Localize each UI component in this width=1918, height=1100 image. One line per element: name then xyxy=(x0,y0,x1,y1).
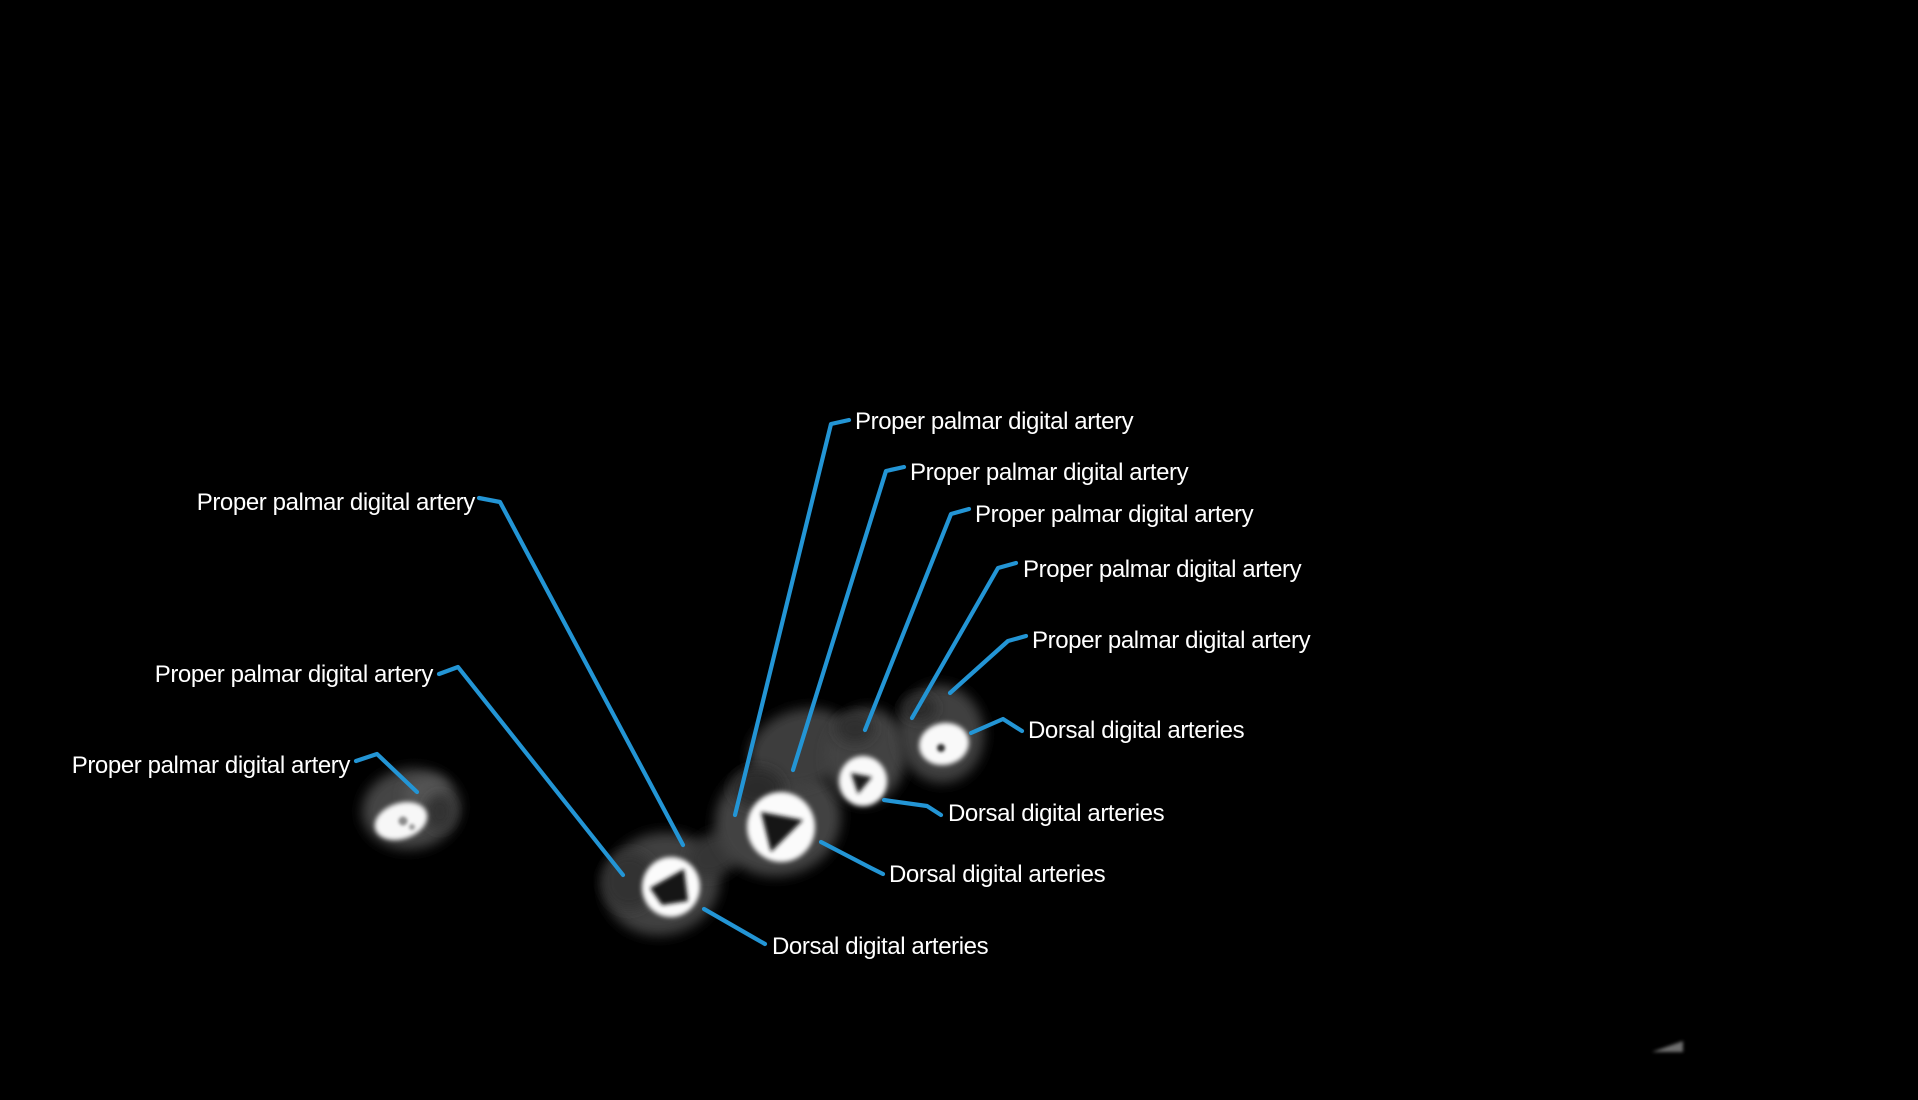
label-proper-palmar-digital-artery-3: Proper palmar digital artery xyxy=(71,752,351,779)
finger4-bone xyxy=(919,722,969,766)
label-proper-palmar-digital-artery-4: Proper palmar digital artery xyxy=(855,408,1134,435)
label-proper-palmar-digital-artery-5: Proper palmar digital artery xyxy=(910,459,1189,486)
bone-specks xyxy=(398,744,945,830)
finger3-marrow xyxy=(851,773,872,794)
label-proper-palmar-digital-artery-7-leader-line xyxy=(909,560,1019,721)
finger2-marrow xyxy=(761,812,803,852)
label-dorsal-digital-arteries-1-leader-line xyxy=(968,716,1025,736)
label-dorsal-digital-arteries-4: Dorsal digital arteries xyxy=(772,933,989,960)
label-dorsal-digital-arteries-4-leader-line xyxy=(701,906,768,947)
thumb-dark-patch xyxy=(426,794,454,830)
label-proper-palmar-digital-artery-4-leader-line xyxy=(732,417,852,818)
label-proper-palmar-digital-artery-6: Proper palmar digital artery xyxy=(975,501,1254,528)
label-proper-palmar-digital-artery-2-leader-line xyxy=(436,664,626,878)
label-proper-palmar-digital-artery-8-leader-line xyxy=(947,633,1029,696)
label-proper-palmar-digital-artery-8: Proper palmar digital artery xyxy=(1032,627,1311,654)
bone-marrow-cavities xyxy=(650,773,872,905)
label-proper-palmar-digital-artery-1-leader-line xyxy=(476,495,686,848)
label-dorsal-digital-arteries-3-leader-line xyxy=(818,839,886,877)
finger3-dark-patch xyxy=(836,713,874,743)
label-proper-palmar-digital-artery-2: Proper palmar digital artery xyxy=(154,661,434,688)
label-proper-palmar-digital-artery-5-leader-line xyxy=(790,464,907,773)
corner-artifact xyxy=(1652,1041,1683,1052)
label-proper-palmar-digital-artery-3-leader-line xyxy=(353,751,420,795)
label-dorsal-digital-arteries-2: Dorsal digital arteries xyxy=(948,800,1165,827)
label-dorsal-digital-arteries-3: Dorsal digital arteries xyxy=(889,861,1106,888)
image-artifacts xyxy=(1652,1041,1683,1052)
label-dorsal-digital-arteries-1: Dorsal digital arteries xyxy=(1028,717,1245,744)
finger1-marrow xyxy=(650,869,688,905)
leader-lines xyxy=(353,417,1029,947)
thumb-bone-speck-1 xyxy=(398,816,408,826)
label-proper-palmar-digital-artery-6-leader-line xyxy=(862,506,972,733)
thumb-bone-speck-2 xyxy=(409,824,415,830)
label-proper-palmar-digital-artery-1: Proper palmar digital artery xyxy=(196,489,476,516)
finger4-bone-dot xyxy=(937,744,945,752)
label-proper-palmar-digital-artery-7: Proper palmar digital artery xyxy=(1023,556,1302,583)
label-dorsal-digital-arteries-2-leader-line xyxy=(881,797,944,818)
